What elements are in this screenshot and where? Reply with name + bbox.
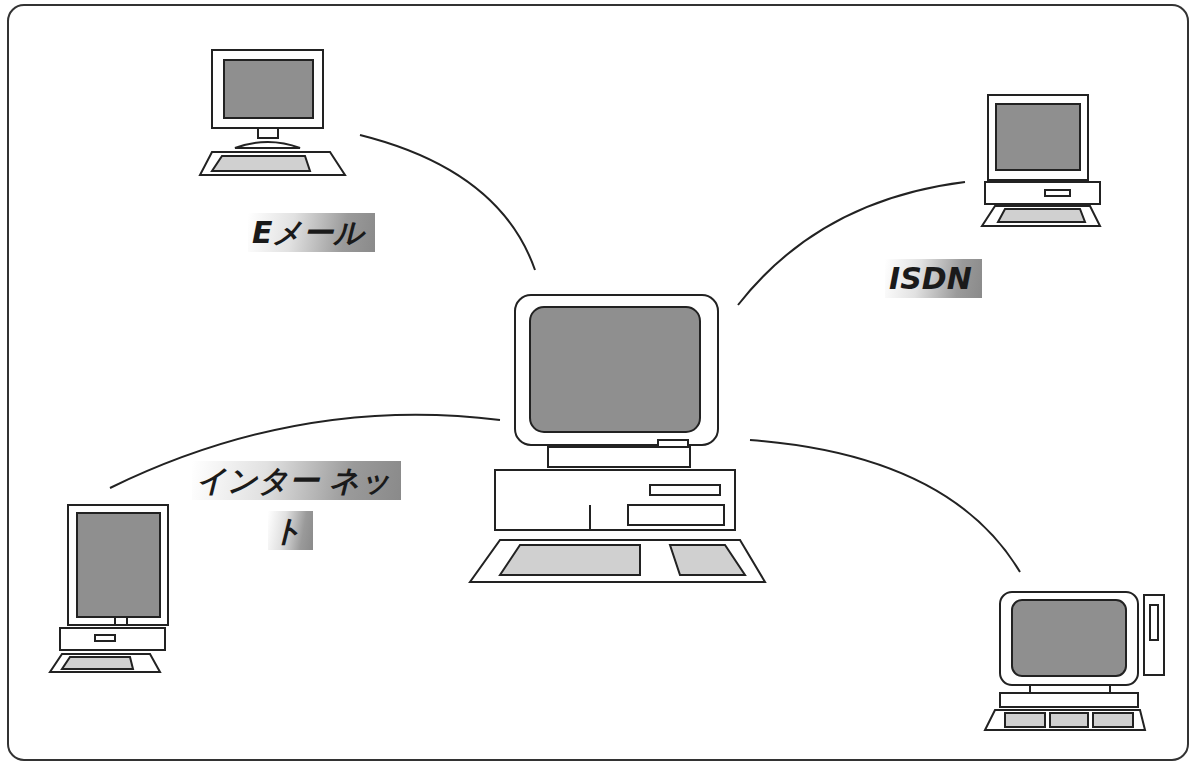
- fourth-computer: [985, 592, 1164, 730]
- network-links: [110, 135, 1020, 572]
- link-label: Eメール: [248, 213, 375, 252]
- central-computer: [470, 295, 765, 582]
- link-label: インター ネット: [192, 461, 401, 550]
- link-label-box: ISDN: [885, 256, 1085, 302]
- isdn-computer: [982, 95, 1100, 226]
- link-label-box: Eメール: [248, 210, 468, 256]
- frame: [8, 5, 1188, 760]
- link-label-box: インター ネット: [192, 456, 422, 556]
- link-label: ISDN: [885, 259, 982, 298]
- email-computer: [200, 50, 345, 175]
- internet-computer: [50, 505, 168, 672]
